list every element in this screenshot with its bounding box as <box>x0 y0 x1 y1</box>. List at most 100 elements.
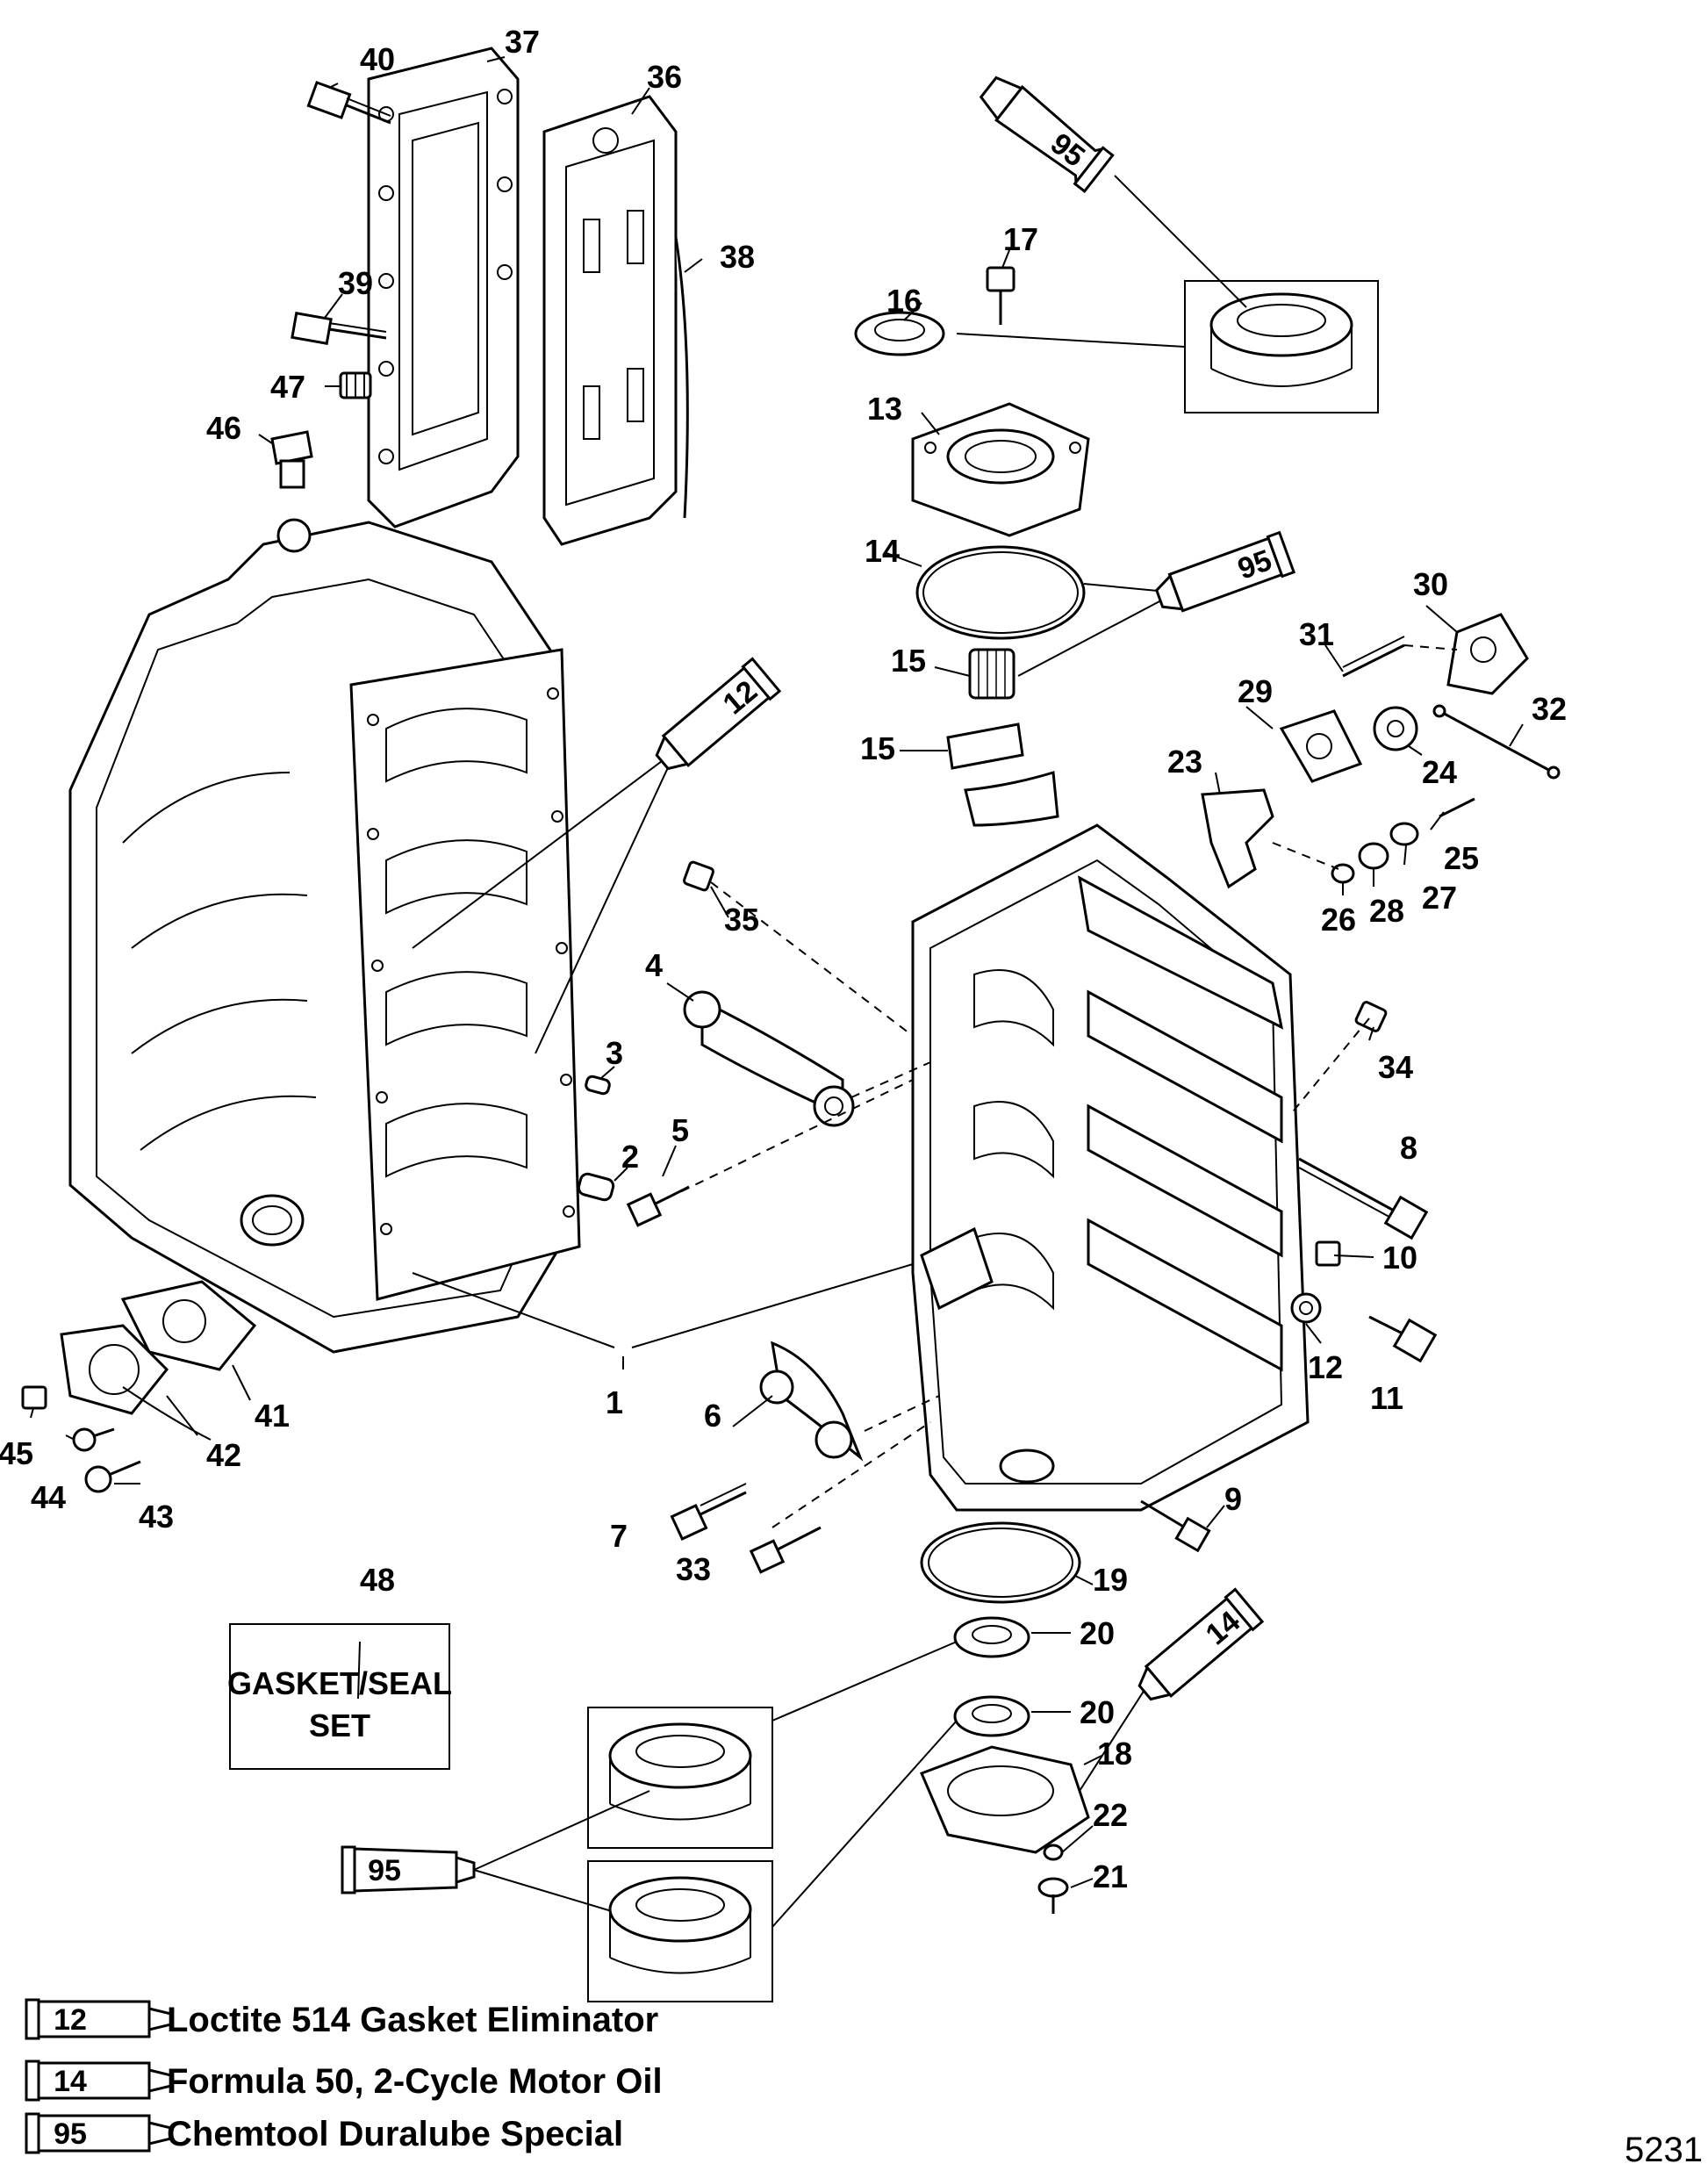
exhaust-cover-gasket <box>542 95 678 546</box>
label-47: 47 <box>270 369 305 405</box>
screw-43 <box>84 1460 141 1493</box>
bolt-8 <box>1298 1157 1429 1240</box>
main-bearing-cap-lower <box>759 1341 864 1462</box>
label-42: 42 <box>206 1437 241 1473</box>
screw-21 <box>1037 1877 1069 1914</box>
label-18: 18 <box>1097 1736 1132 1772</box>
sealant-tube-95-top: 95 <box>979 75 1115 194</box>
label-6: 6 <box>704 1398 721 1434</box>
nut-10 <box>1315 1240 1341 1267</box>
label-43: 43 <box>139 1499 174 1535</box>
legend-code-12: 12 <box>54 2003 87 2037</box>
label-28: 28 <box>1369 893 1404 929</box>
legend: 12 Loctite 514 Gasket Eliminator 14 Form… <box>25 1998 663 2154</box>
label-45: 45 <box>0 1435 33 1471</box>
label-16: 16 <box>886 283 922 319</box>
legend-item-14: 14 Formula 50, 2-Cycle Motor Oil <box>25 2060 663 2102</box>
washer-12 <box>1290 1292 1322 1324</box>
screw-25 <box>1439 797 1475 818</box>
o-ring-14 <box>915 545 1086 640</box>
main-bearing-cap-upper <box>683 990 855 1127</box>
label-5: 5 <box>671 1112 689 1148</box>
seal-16 <box>854 311 945 356</box>
label-1: 1 <box>606 1384 623 1420</box>
label-48: 48 <box>360 1562 395 1598</box>
label-36: 36 <box>647 59 682 95</box>
dowel-pin-3 <box>585 1075 611 1096</box>
figure-number: 5231 <box>1625 2131 1703 2169</box>
label-21: 21 <box>1093 1858 1128 1894</box>
sealant-tube-95-mid: 95 <box>1155 530 1296 613</box>
label-7: 7 <box>610 1518 628 1554</box>
bolt-17 <box>986 266 1015 325</box>
upper-end-cap <box>911 402 1090 537</box>
seal-detail-box-lower-2 <box>587 1860 773 2002</box>
label-41: 41 <box>255 1398 290 1434</box>
label-11: 11 <box>1370 1380 1403 1416</box>
sealant-tube-95-bottom: 95 <box>341 1845 476 1894</box>
screw-31 <box>1342 636 1405 678</box>
lower-end-cap-18 <box>920 1745 1090 1854</box>
label-35: 35 <box>724 902 759 938</box>
label-38: 38 <box>720 239 755 275</box>
gasket-set-line1: GASKET/SEAL <box>227 1665 452 1701</box>
label-14: 14 <box>865 533 900 569</box>
sensor-30 <box>1446 613 1529 695</box>
gasket-seal-set-box: GASKET/SEAL SET <box>227 1623 452 1770</box>
o-ring-19 <box>920 1521 1081 1604</box>
roller-bearing-15 <box>968 648 1015 700</box>
label-15a: 15 <box>891 643 926 679</box>
plug-46 <box>270 430 313 489</box>
label-24: 24 <box>1422 754 1457 790</box>
legend-item-95: 95 Chemtool Duralube Special <box>25 2112 623 2154</box>
bolt-7 <box>670 1483 747 1542</box>
label-15b: 15 <box>860 730 895 766</box>
bolt-9 <box>1140 1499 1211 1553</box>
bolt-11 <box>1368 1315 1438 1363</box>
label-23: 23 <box>1167 744 1202 780</box>
label-22: 22 <box>1093 1797 1128 1833</box>
seal-20-lower <box>953 1695 1030 1737</box>
plug-47 <box>339 371 372 399</box>
label-17: 17 <box>1003 221 1038 257</box>
bolt-33 <box>749 1526 822 1574</box>
label-25: 25 <box>1444 840 1479 876</box>
label-4: 4 <box>645 947 663 983</box>
seal-strip <box>674 236 689 519</box>
plug-35 <box>683 860 714 892</box>
legend-text-12: Loctite 514 Gasket Eliminator <box>167 2001 658 2039</box>
label-39: 39 <box>338 265 373 301</box>
label-3: 3 <box>606 1035 623 1071</box>
bolt-39 <box>291 312 387 345</box>
label-9: 9 <box>1224 1481 1242 1517</box>
label-10: 10 <box>1382 1240 1417 1276</box>
dowel-pin-2 <box>577 1172 615 1202</box>
legend-code-95: 95 <box>54 2117 87 2151</box>
sealant-tube-12: 12 <box>655 657 782 771</box>
sealant-tube-14: 14 <box>1137 1587 1265 1701</box>
tube-95-bottom-label: 95 <box>368 1854 401 1887</box>
thermostat-cover-42 <box>60 1324 212 1441</box>
screw-44 <box>72 1427 115 1452</box>
label-20a: 20 <box>1080 1615 1115 1651</box>
gasket-set-line2: SET <box>309 1707 370 1743</box>
label-19: 19 <box>1093 1562 1128 1598</box>
label-8: 8 <box>1400 1130 1417 1166</box>
label-40: 40 <box>360 41 395 77</box>
label-20b: 20 <box>1080 1694 1115 1730</box>
label-32: 32 <box>1532 691 1567 727</box>
label-29: 29 <box>1238 673 1273 709</box>
part-labels: 1 2 3 4 5 6 7 8 9 10 11 12 13 14 15 15 1… <box>0 24 1567 1894</box>
label-33: 33 <box>676 1551 711 1587</box>
label-34: 34 <box>1378 1049 1413 1085</box>
leader-lines <box>30 56 1524 1928</box>
label-12: 12 <box>1308 1349 1343 1385</box>
crankcase-right <box>911 823 1310 1512</box>
label-31: 31 <box>1299 616 1334 652</box>
cylinder-block-left <box>68 518 581 1354</box>
washer-27 <box>1389 822 1419 846</box>
bolt-40 <box>306 81 391 125</box>
seal-detail-box-lower-1 <box>587 1707 773 1849</box>
legend-text-14: Formula 50, 2-Cycle Motor Oil <box>167 2062 663 2101</box>
